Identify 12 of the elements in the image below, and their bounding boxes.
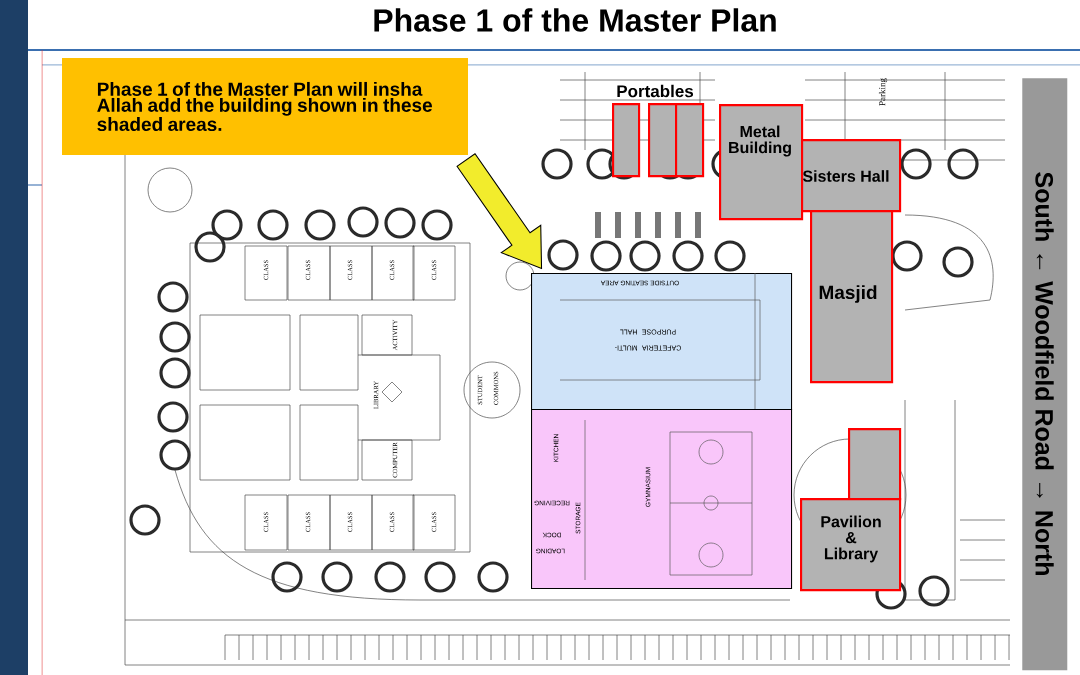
callout-box: Phase 1 of the Master Plan will insha Allah add the building shown in these shaded areas. (62, 58, 468, 155)
shaded-area: Masjid (810, 210, 894, 384)
shaded-area: Sisters Hall (801, 139, 902, 213)
shaded-area (648, 103, 678, 178)
area-label: Portables (617, 84, 694, 98)
shaded-area (848, 428, 902, 501)
room-label: Parking (878, 78, 888, 106)
shaded-area (675, 103, 705, 178)
direction-band: South ← Woodfield Road → North (1022, 78, 1068, 671)
shaded-area: Metal Building (719, 104, 804, 221)
shaded-area (612, 103, 641, 178)
title: Phase 1 of the Master Plan (374, 8, 776, 32)
